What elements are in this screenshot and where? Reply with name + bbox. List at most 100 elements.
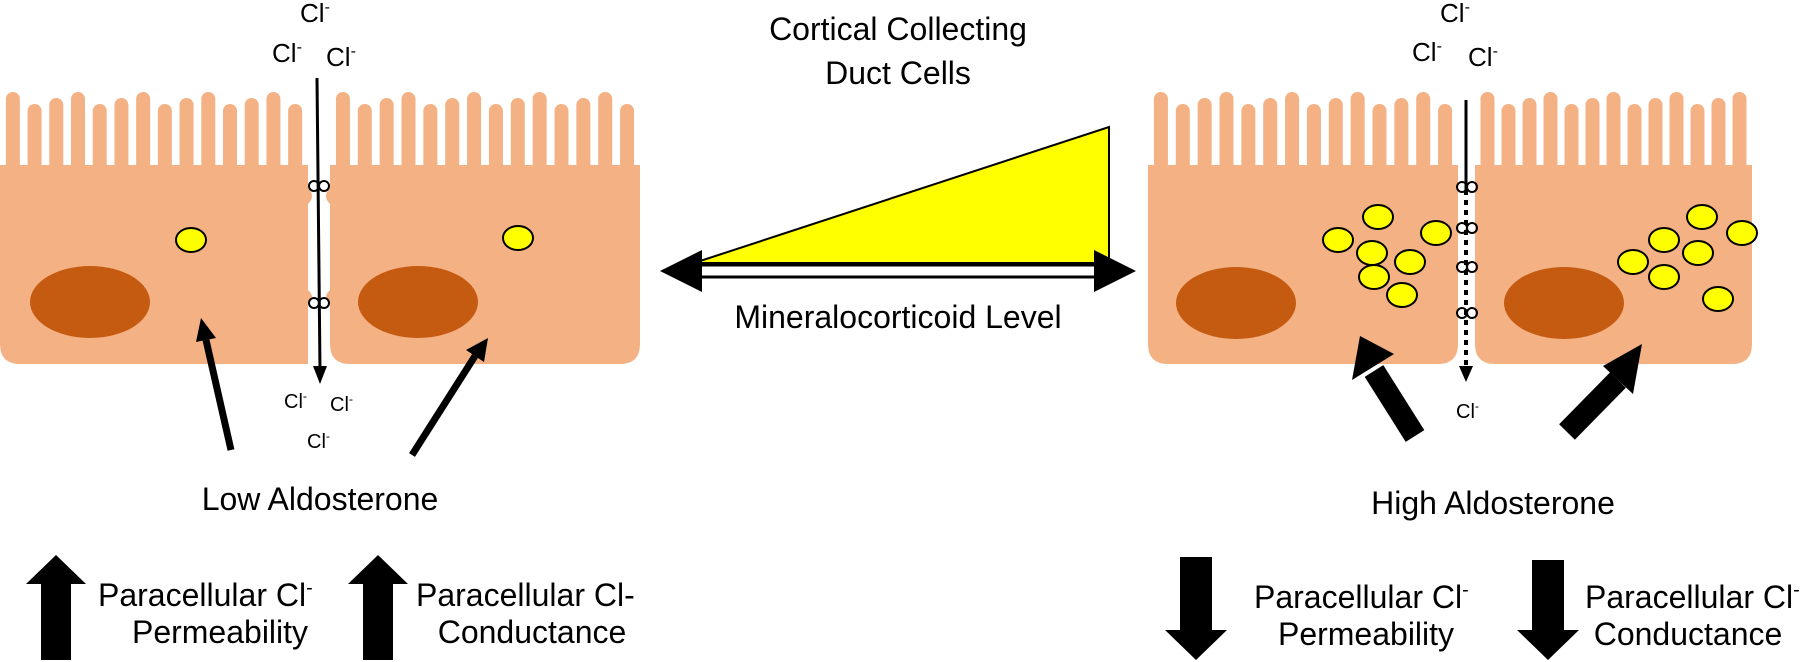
low-cell-right	[326, 165, 640, 364]
microvillus	[1522, 98, 1537, 172]
microvillus	[401, 92, 416, 172]
microvillus	[1627, 104, 1642, 172]
high-vesicle	[1358, 264, 1390, 290]
microvillus	[335, 92, 350, 172]
mineralocorticoid-gradient-triangle	[693, 125, 1110, 264]
low-nucleus-right	[358, 266, 478, 338]
microvillus	[445, 98, 460, 172]
high-aldosterone-label: High Aldosterone	[1371, 485, 1615, 521]
low-cl-ion-top: Cl-	[326, 42, 356, 72]
low-outcome-up-arrow	[26, 555, 86, 660]
low-effect-arrowhead	[466, 338, 488, 362]
high-nucleus-right	[1504, 267, 1624, 339]
low-effect-arrowhead	[196, 318, 216, 342]
high-vesicle	[1362, 204, 1394, 230]
high-vesicle	[1386, 282, 1418, 308]
low-vesicle	[175, 227, 207, 253]
low-cells-group	[0, 77, 640, 384]
microvillus	[1501, 104, 1516, 172]
microvillus	[1690, 104, 1705, 172]
microvillus	[244, 98, 259, 172]
microvillus	[488, 104, 503, 172]
high-vesicle	[1702, 286, 1734, 312]
microvillus	[1153, 92, 1168, 172]
microvillus	[27, 104, 42, 172]
microvillus	[201, 92, 216, 172]
microvillus	[114, 98, 129, 172]
high-outcome-2-line1: Paracellular Cl-	[1585, 579, 1800, 615]
microvillus	[223, 104, 237, 172]
high-vesicle	[1648, 227, 1680, 253]
microvillus	[1711, 98, 1726, 172]
microvillus	[1606, 92, 1621, 172]
high-effect-arrowhead	[1352, 336, 1394, 380]
high-cl-ion-top: Cl-	[1440, 0, 1470, 28]
low-cl-ion-bottom: Cl-	[284, 389, 307, 413]
high-outcome-down-arrow	[1165, 557, 1227, 660]
low-effect-arrow	[409, 354, 478, 457]
high-outcome-1-line1: Paracellular Cl-	[1254, 579, 1469, 615]
high-outcome-1-line2: Permeability	[1278, 616, 1454, 652]
microvillus	[1543, 92, 1558, 172]
low-outcome-1-line2: Permeability	[132, 614, 308, 650]
microvillus	[1263, 98, 1278, 172]
low-outcome-up-arrow	[348, 555, 408, 660]
high-cells-group	[1148, 92, 1758, 382]
low-cl-ion-bottom: Cl-	[307, 429, 330, 453]
microvillus	[1585, 98, 1600, 172]
high-nucleus-left	[1176, 267, 1296, 339]
microvillus	[554, 104, 569, 172]
title-line-2: Duct Cells	[825, 55, 971, 91]
microvillus	[620, 104, 635, 172]
high-cell-right	[1475, 165, 1752, 364]
low-microvilli-left	[5, 92, 303, 172]
low-cl-flux-arrowhead	[313, 366, 327, 384]
high-vesicle	[1686, 204, 1718, 230]
microvillus	[157, 104, 172, 172]
microvillus	[1480, 92, 1495, 172]
high-microvilli-right	[1480, 92, 1747, 172]
microvillus	[1350, 92, 1365, 172]
microvillus	[1669, 92, 1684, 172]
microvillus	[1372, 104, 1387, 172]
high-microvilli-left	[1153, 92, 1453, 172]
microvillus	[92, 104, 107, 172]
microvillus	[1416, 92, 1431, 172]
microvillus	[510, 98, 525, 172]
high-vesicle	[1322, 227, 1354, 253]
microvillus	[5, 92, 20, 172]
microvillus	[1175, 104, 1190, 172]
microvillus	[266, 92, 281, 172]
high-vesicle	[1648, 264, 1680, 290]
low-cell-left	[0, 165, 312, 364]
high-vesicle	[1420, 220, 1452, 246]
microvillus	[423, 104, 438, 172]
microvillus	[1197, 98, 1212, 172]
high-cl-flux-arrowhead	[1459, 366, 1473, 382]
low-effect-arrow	[202, 339, 235, 451]
high-outcome-down-arrow	[1517, 560, 1579, 660]
microvillus	[49, 98, 64, 172]
low-outcome-2-line1: Paracellular Cl-	[416, 577, 635, 613]
high-vesicle	[1682, 240, 1714, 266]
microvillus	[288, 104, 303, 172]
high-effect-arrow	[1364, 365, 1425, 442]
low-vesicle	[502, 225, 534, 251]
high-vesicle	[1726, 220, 1758, 246]
microvillus	[71, 92, 85, 172]
microvillus	[467, 92, 482, 172]
high-vesicle	[1394, 249, 1426, 275]
low-cl-ion-top: Cl-	[272, 38, 302, 68]
microvillus	[179, 98, 194, 172]
gradient-arrowhead-left	[660, 250, 702, 292]
microvillus	[598, 92, 613, 172]
high-effect-arrow	[1559, 372, 1626, 440]
gradient-label: Mineralocorticoid Level	[734, 299, 1061, 335]
microvillus	[379, 98, 394, 172]
low-microvilli-right	[335, 92, 635, 172]
high-cl-ion-top: Cl-	[1412, 37, 1442, 67]
microvillus	[1241, 104, 1256, 172]
high-vesicle	[1617, 249, 1649, 275]
microvillus	[1564, 104, 1579, 172]
